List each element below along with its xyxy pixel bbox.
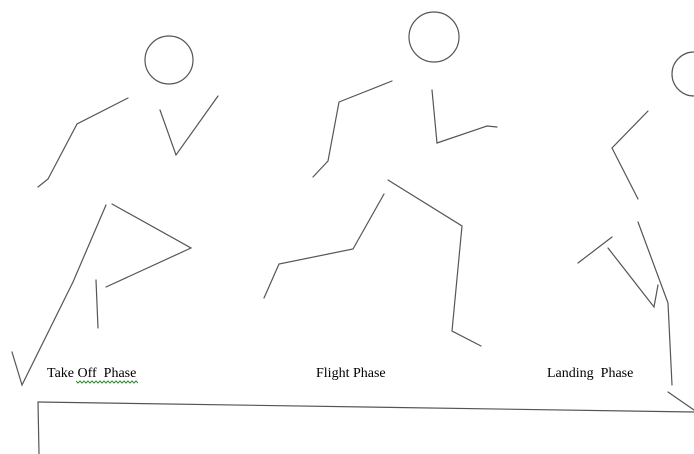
landing-phase-label: Landing Phase (547, 366, 633, 382)
takeoff-head (145, 36, 193, 84)
flight-figure (264, 12, 497, 346)
landing-foot (668, 392, 694, 410)
flight-lead-leg (388, 180, 481, 346)
flight-front-arm (432, 90, 497, 143)
landing-back-arm (612, 111, 648, 199)
spellcheck-underline (76, 380, 138, 384)
flight-phase-label: Flight Phase (316, 366, 386, 382)
flight-head (409, 12, 459, 62)
landing-figure (578, 52, 694, 410)
takeoff-push-leg (12, 205, 106, 385)
landing-front-arm (578, 237, 612, 263)
landing-head (672, 52, 694, 96)
flight-rear-leg (264, 194, 384, 298)
flight-back-arm (313, 81, 392, 177)
takeoff-figure (12, 36, 218, 385)
landing-platform (38, 402, 694, 454)
takeoff-drive-leg (106, 204, 191, 287)
takeoff-back-arm (38, 98, 128, 187)
takeoff-front-arm (160, 96, 218, 155)
platform-top-edge (38, 402, 694, 412)
takeoff-shin-fragment (96, 280, 98, 328)
platform-left-edge (38, 402, 39, 454)
